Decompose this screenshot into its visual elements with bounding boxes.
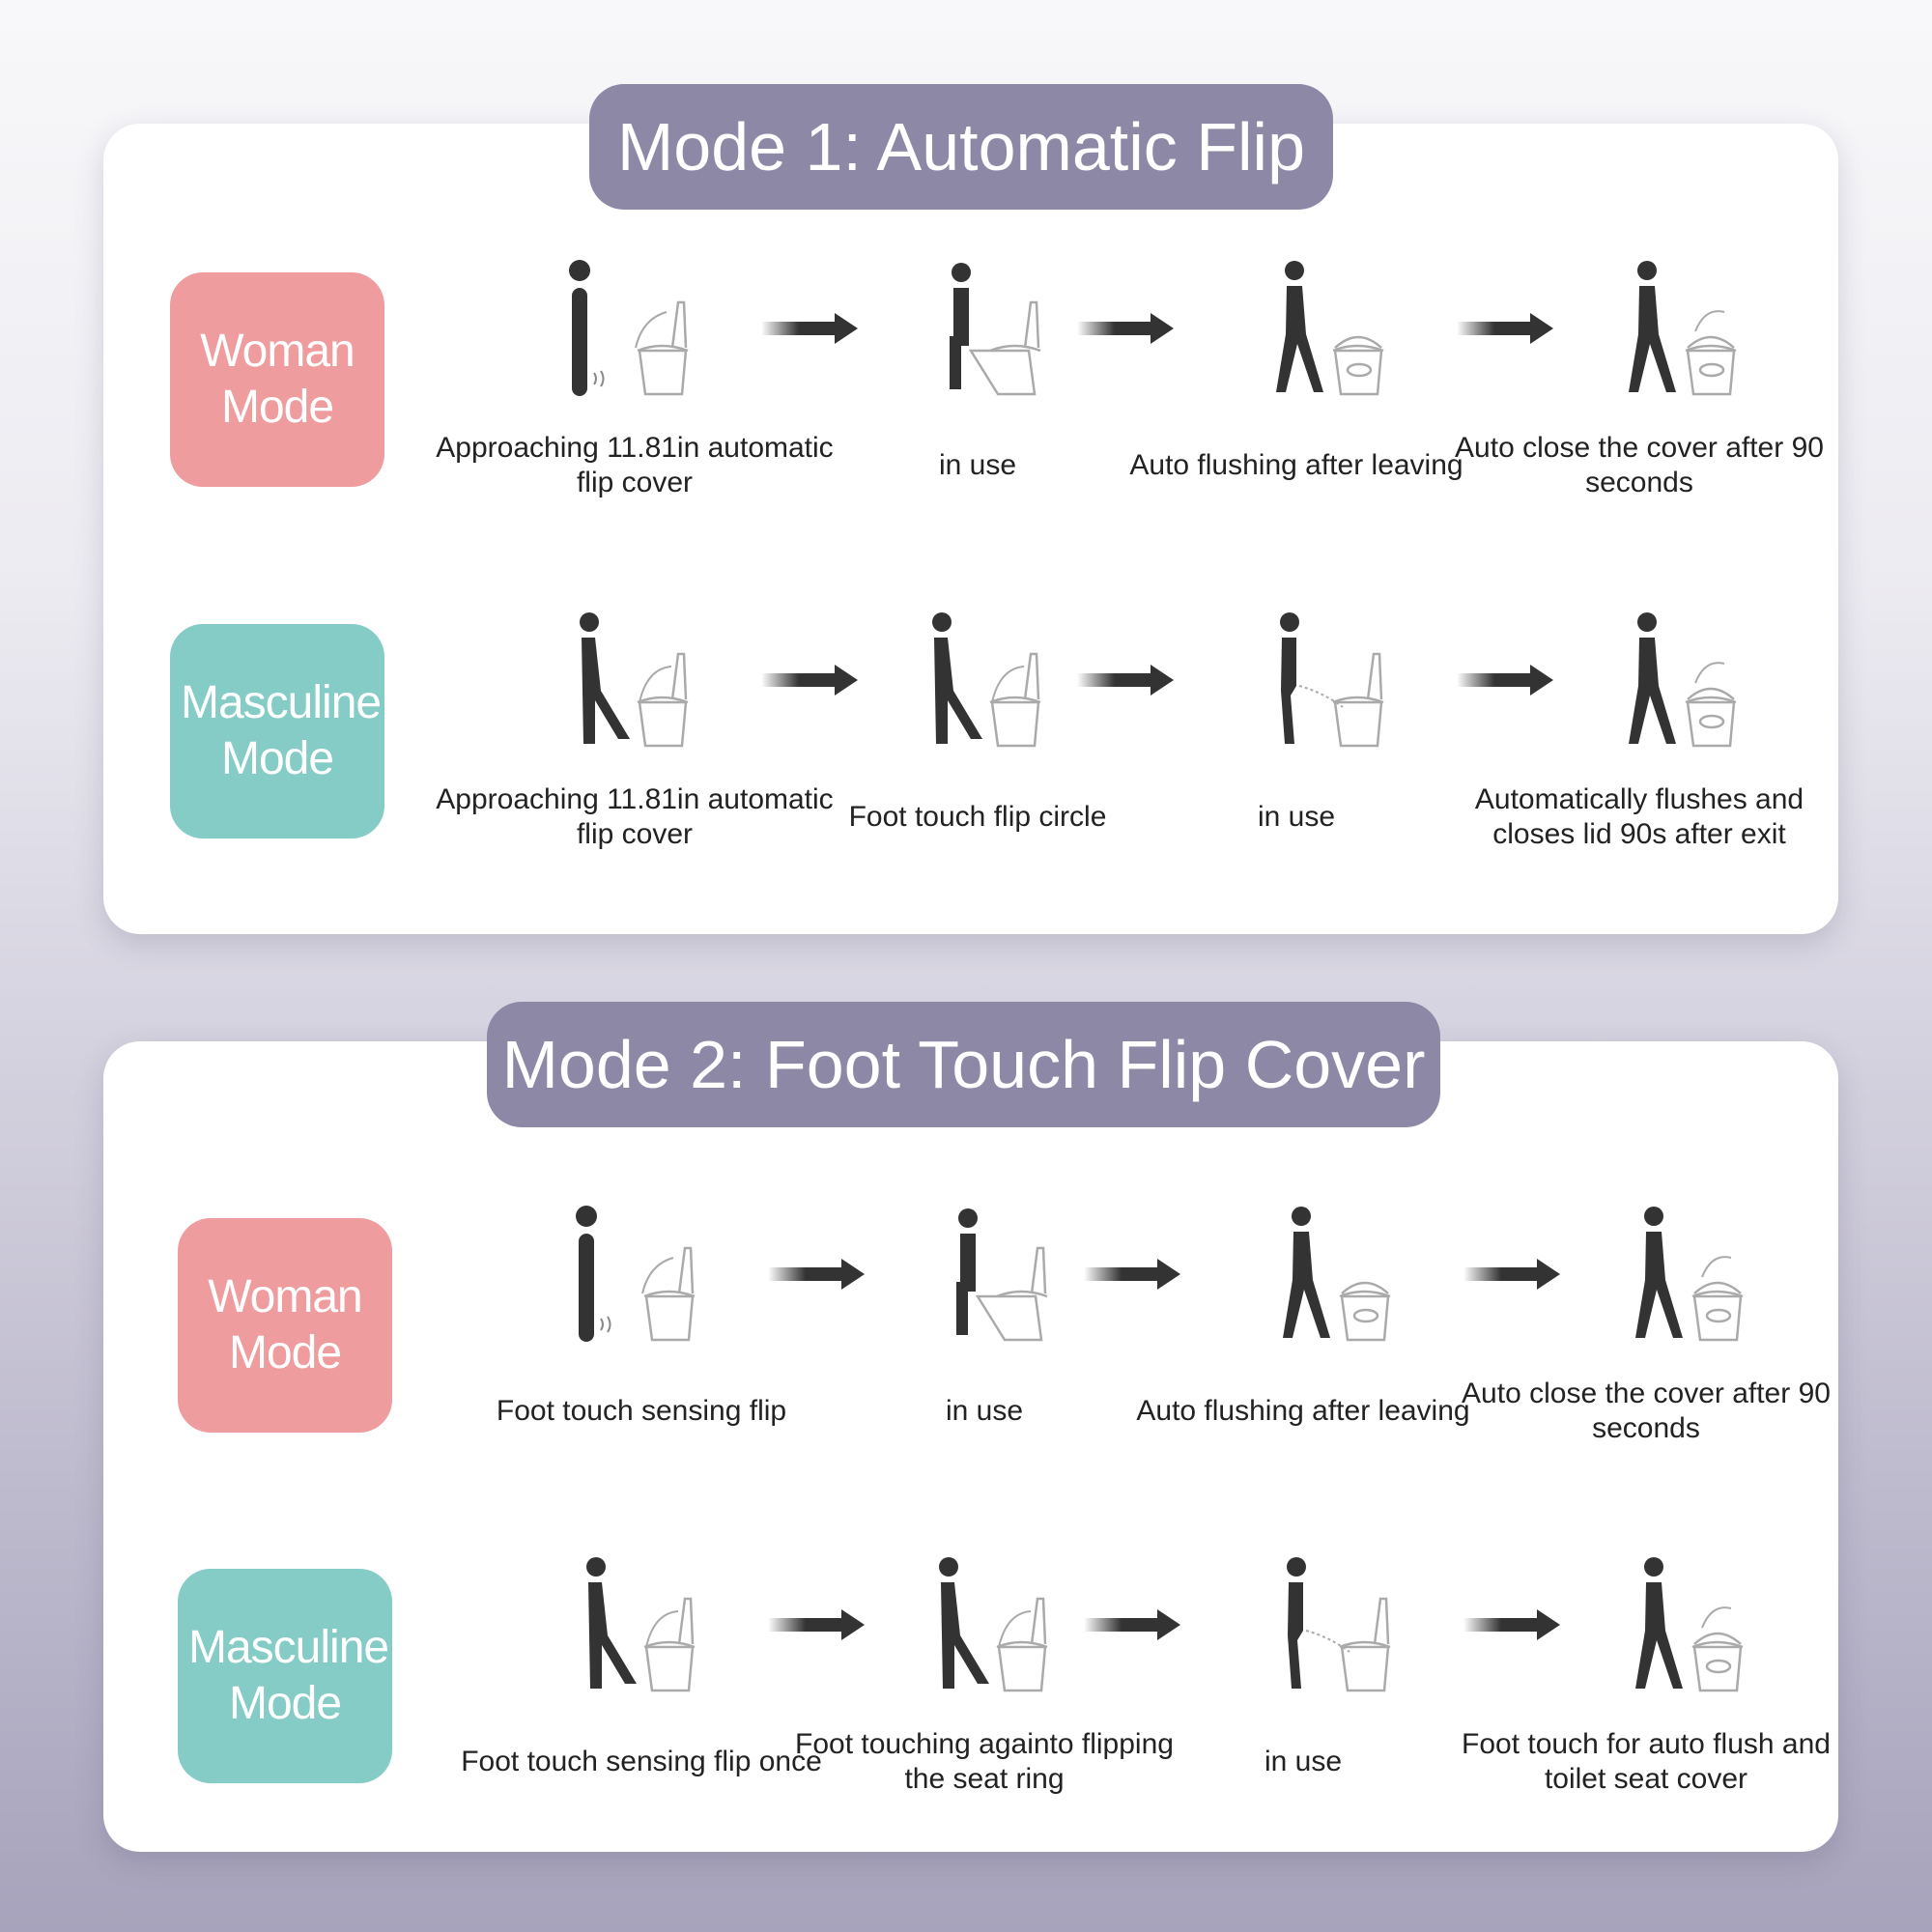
arrow-right-icon <box>1084 1255 1180 1293</box>
mode-title: Mode 2: Foot Touch Flip Cover <box>487 1002 1440 1127</box>
step-label: Auto close the cover after 90 seconds <box>1462 1378 1831 1444</box>
mode-badge-label: Masculine Mode <box>188 1622 389 1729</box>
person-toilet-walk-close-icon <box>1605 1205 1750 1350</box>
step-label: in use <box>1264 1746 1343 1777</box>
step-label: in use <box>945 1395 1024 1427</box>
mode-title: Mode 1: Automatic Flip <box>589 84 1333 210</box>
arrow-right-icon <box>1457 309 1553 348</box>
arrow-right-icon <box>761 309 858 348</box>
mode-badge-label: Woman Mode <box>200 326 355 433</box>
person-toilet-stand-sense-icon <box>557 1205 702 1350</box>
arrow-right-icon <box>1077 661 1174 699</box>
step-label: in use <box>938 449 1017 481</box>
step-label: Automatically flushes and closes lid 90s… <box>1474 783 1804 850</box>
step-label: Foot touch sensing flip <box>496 1395 787 1427</box>
masculine-mode-badge: Masculine Mode <box>170 624 384 838</box>
person-toilet-stand-use-icon <box>1253 1555 1398 1700</box>
step-label: Auto close the cover after 90 seconds <box>1455 432 1824 498</box>
person-toilet-lean-icon <box>551 611 696 755</box>
person-toilet-walk-close-icon <box>1599 611 1744 755</box>
step-label: Foot touch for auto flush and toilet sea… <box>1462 1728 1831 1795</box>
mode-card <box>103 124 1838 934</box>
person-toilet-sit-icon <box>903 259 1048 404</box>
step-label: Foot touch flip circle <box>848 801 1107 833</box>
arrow-right-icon <box>1463 1605 1560 1644</box>
step-label: Approaching 11.81in automatic flip cover <box>436 783 834 850</box>
person-toilet-walk-close-icon <box>1599 259 1744 404</box>
step-label: in use <box>1257 801 1336 833</box>
mode-badge-label: Masculine Mode <box>181 677 382 784</box>
woman-mode-badge: Woman Mode <box>170 272 384 487</box>
person-toilet-walk-icon <box>1246 259 1391 404</box>
person-toilet-walk-close-icon <box>1605 1555 1750 1700</box>
arrow-right-icon <box>1077 309 1174 348</box>
arrow-right-icon <box>1457 661 1553 699</box>
arrow-right-icon <box>761 661 858 699</box>
masculine-mode-badge: Masculine Mode <box>178 1569 392 1783</box>
person-toilet-lean-icon <box>557 1555 702 1700</box>
step-label: Foot touch sensing flip once <box>461 1746 822 1777</box>
arrow-right-icon <box>1463 1255 1560 1293</box>
mode-badge-label: Woman Mode <box>208 1271 363 1378</box>
step-label: Auto flushing after leaving <box>1136 1395 1470 1427</box>
step-label: Auto flushing after leaving <box>1129 449 1463 481</box>
person-toilet-stand-sense-icon <box>551 259 696 404</box>
step-label: Foot touching againto flipping the seat … <box>795 1728 1174 1795</box>
person-toilet-walk-icon <box>1253 1205 1398 1350</box>
person-toilet-stand-use-icon <box>1246 611 1391 755</box>
arrow-right-icon <box>768 1255 865 1293</box>
person-toilet-lean-icon <box>910 1555 1055 1700</box>
arrow-right-icon <box>1084 1605 1180 1644</box>
person-toilet-lean-icon <box>903 611 1048 755</box>
step-label: Approaching 11.81in automatic flip cover <box>436 432 834 498</box>
arrow-right-icon <box>768 1605 865 1644</box>
woman-mode-badge: Woman Mode <box>178 1218 392 1433</box>
person-toilet-sit-icon <box>910 1205 1055 1350</box>
mode-card <box>103 1041 1838 1852</box>
